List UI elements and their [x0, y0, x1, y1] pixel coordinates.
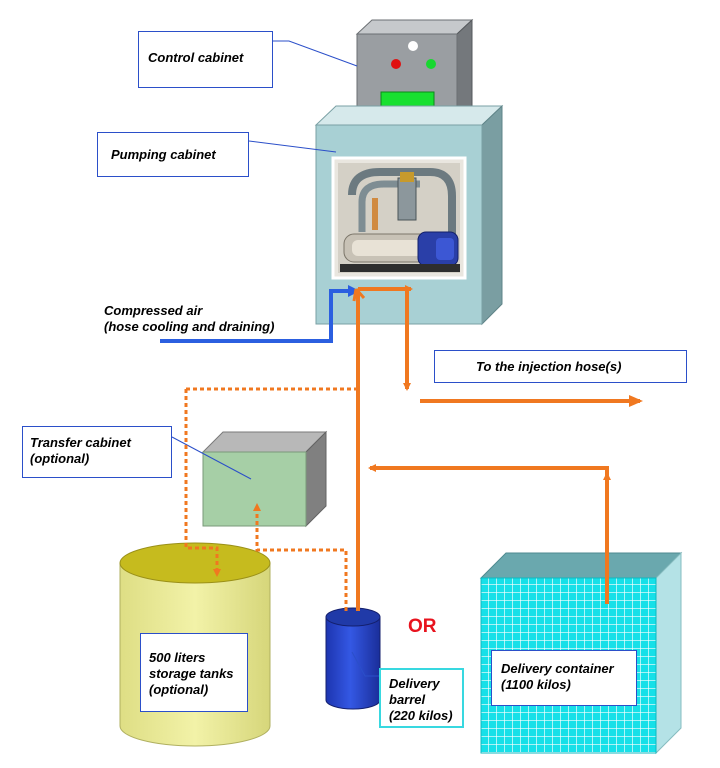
or-label: OR [408, 616, 437, 637]
compressed-air-line [160, 285, 360, 343]
label-delivery-container: Delivery container (1100 kilos) [491, 650, 637, 706]
label-compressed-air-line2: (hose cooling and draining) [104, 319, 275, 334]
label-container-line2: (1100 kilos) [501, 677, 571, 692]
label-injection-hose: To the injection hose(s) [434, 350, 687, 383]
label-storage-tanks: 500 liters storage tanks (optional) [140, 633, 248, 712]
label-barrel-line3: (220 kilos) [389, 708, 453, 723]
label-barrel-line2: barrel [389, 692, 426, 707]
label-transfer-cabinet-line1: Transfer cabinet [30, 435, 131, 450]
label-storage-line1: 500 liters [149, 650, 206, 665]
label-storage-line2: storage tanks [149, 666, 234, 681]
flow-lines [184, 285, 643, 611]
delivery-barrel [325, 607, 381, 710]
label-compressed-air: Compressed air (hose cooling and drainin… [104, 303, 274, 335]
label-delivery-barrel: Delivery barrel (220 kilos) [379, 668, 464, 728]
label-barrel-line1: Delivery [389, 676, 440, 691]
green-indicator-light [426, 59, 436, 69]
label-control-cabinet-text: Control cabinet [148, 50, 244, 65]
label-injection-hose-text: To the injection hose(s) [476, 359, 622, 374]
label-transfer-cabinet: Transfer cabinet (optional) [22, 426, 172, 478]
white-indicator-light [408, 41, 418, 51]
label-pumping-cabinet-text: Pumping cabinet [111, 147, 216, 162]
pump-arrow-head [352, 288, 366, 302]
tank-to-transfer [253, 503, 348, 611]
pump-photo [331, 156, 467, 280]
transfer-to-tank [184, 389, 221, 577]
red-indicator-light [391, 59, 401, 69]
transfer-cabinet [201, 430, 328, 528]
leader-lines [171, 40, 384, 677]
label-pumping-cabinet: Pumping cabinet [97, 132, 249, 177]
label-container-line1: Delivery container [501, 661, 614, 676]
label-storage-line3: (optional) [149, 682, 209, 697]
label-control-cabinet: Control cabinet [138, 31, 273, 88]
label-compressed-air-line1: Compressed air [104, 303, 203, 318]
label-transfer-cabinet-line2: (optional) [30, 451, 90, 466]
